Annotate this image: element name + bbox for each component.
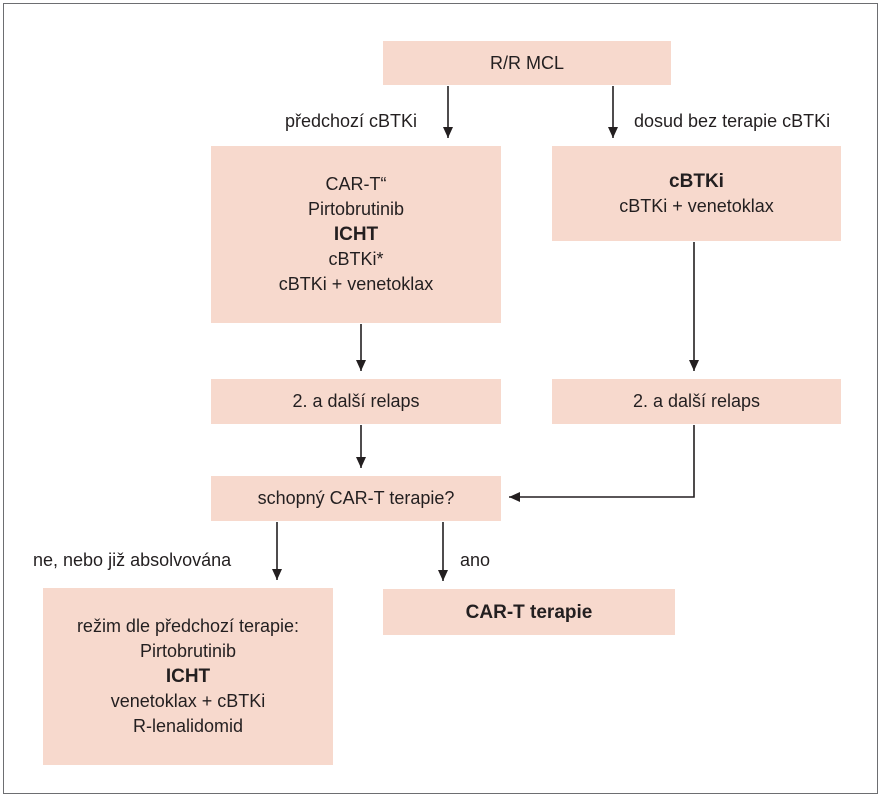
- node-rr-mcl-label: R/R MCL: [489, 52, 564, 73]
- node-car-t-label: CAR-T terapie: [465, 601, 593, 623]
- node-left-relapse: 2. a další relaps: [211, 379, 501, 424]
- node-right-therapy: cBTKi cBTKi + venetoklax: [552, 146, 841, 241]
- therapy-pirtobrutinib: Pirtobrutinib: [307, 199, 405, 219]
- edge-label-prior-btki: předchozí cBTKi: [285, 111, 418, 131]
- node-decision-label: schopný CAR-T terapie?: [257, 488, 455, 508]
- therapy-icht: ICHT: [333, 224, 379, 245]
- node-decision: schopný CAR-T terapie?: [211, 476, 501, 521]
- regimen-heading: režim dle předchozí terapie:: [76, 616, 300, 636]
- node-car-t: CAR-T terapie: [383, 589, 675, 635]
- node-left-therapy: CAR-T“ Pirtobrutinib ICHT cBTKi* cBTKi +…: [211, 146, 501, 323]
- therapy-cbtki-venetoklax-right: cBTKi + venetoklax: [619, 195, 774, 216]
- regimen-pirtobrutinib: Pirtobrutinib: [139, 641, 237, 661]
- edge-label-no-prior-btki: dosud bez terapie cBTKi: [634, 111, 831, 131]
- therapy-cbtki-star: cBTKi*: [328, 249, 384, 269]
- figure-frame: [3, 3, 878, 794]
- edge-label-yes: ano: [460, 550, 491, 570]
- therapy-cbtki-venetoklax: cBTKi + venetoklax: [278, 274, 434, 294]
- node-right-relapse-label: 2. a další relaps: [632, 391, 761, 411]
- edge-label-no: ne, nebo již absolvována: [33, 550, 232, 570]
- node-right-relapse: 2. a další relaps: [552, 379, 841, 424]
- therapy-car-t: CAR-T“: [325, 174, 387, 194]
- node-no-regimen: režim dle předchozí terapie: Pirtobrutin…: [43, 588, 333, 765]
- therapy-cbtki: cBTKi: [669, 170, 724, 192]
- node-rr-mcl: R/R MCL: [383, 41, 671, 85]
- regimen-icht: ICHT: [165, 666, 211, 687]
- regimen-r-lenalidomid: R-lenalidomid: [132, 716, 244, 736]
- arrow-right-relapse-to-decision: [509, 425, 695, 502]
- regimen-venetoklax-cbtki: venetoklax + cBTKi: [110, 691, 266, 711]
- node-left-relapse-label: 2. a další relaps: [292, 391, 420, 411]
